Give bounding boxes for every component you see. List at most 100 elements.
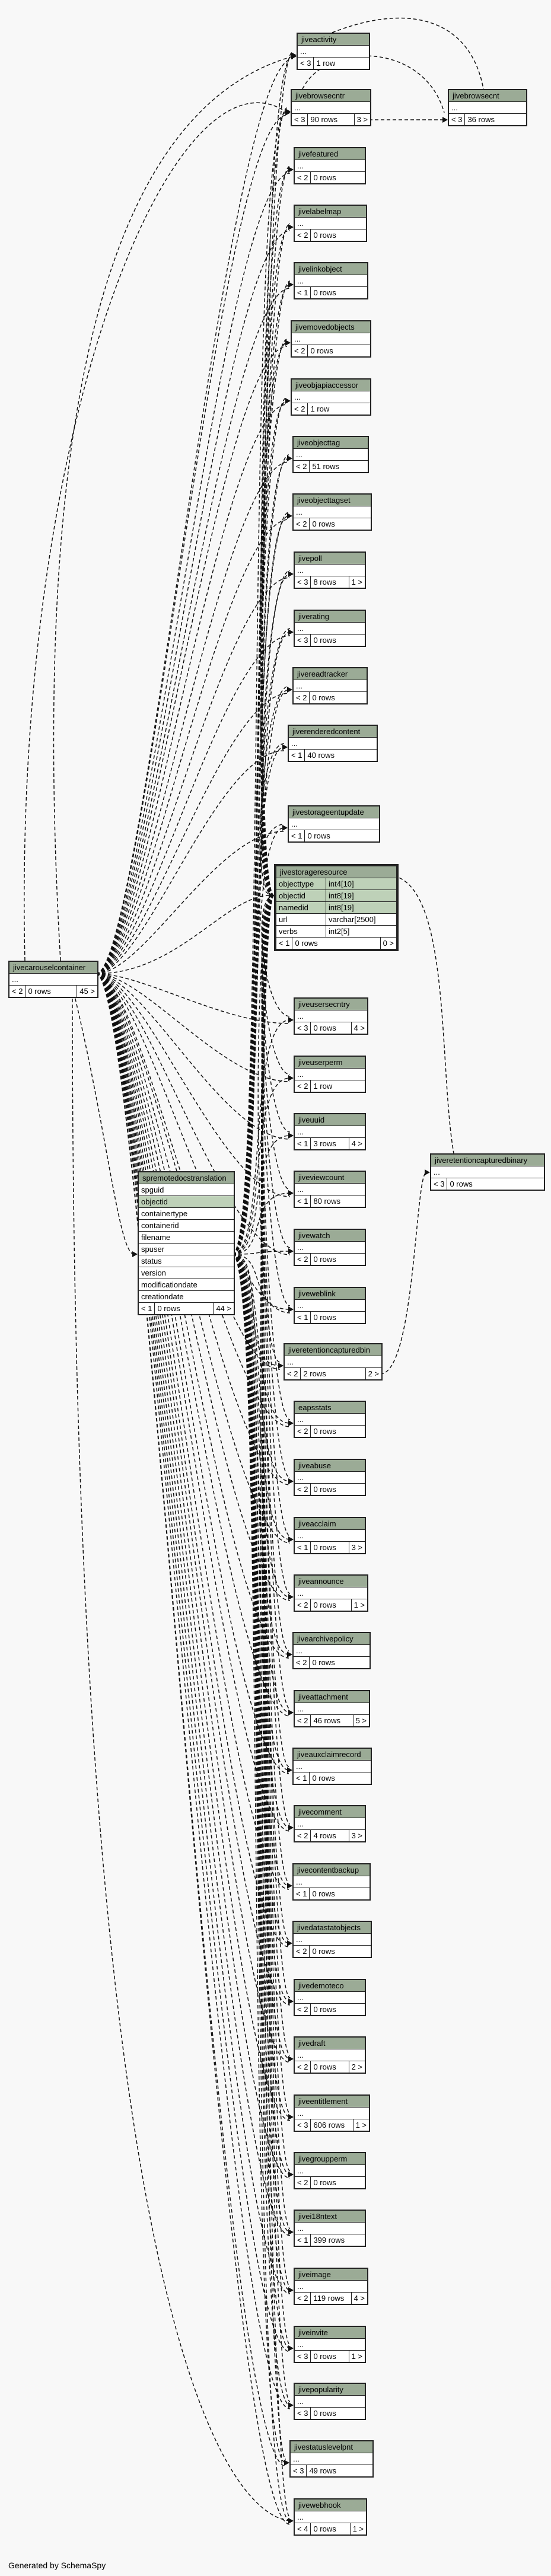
parent-count: < 2 [295,1599,311,1611]
row-count: 0 rows [312,693,335,702]
row-count: 0 rows [157,1304,180,1313]
relationship-arrowhead [288,2518,294,2524]
column-name: url [279,915,288,924]
parent-count: < 3 [295,576,311,588]
table-name: spremotedocstranslation [139,1172,234,1184]
relationship-line [232,111,288,1255]
relationship-line [232,342,288,1255]
relationship-arrowhead [288,1998,294,2004]
table-name: jiveretentioncapturedbinary [431,1155,544,1166]
relationship-line [261,895,291,1825]
row-count: 399 rows [313,2236,345,2245]
collapsed-columns: ... [295,2339,365,2351]
relationship-line [95,973,291,1255]
table-name: jivepopularity [295,2384,365,2396]
table-name: jivelinkobject [295,263,367,275]
relationship-arrowhead [442,117,448,123]
relationship-arrowhead [284,2460,289,2466]
child-count: 5 > [352,1715,369,1726]
parent-count: < 1 [295,2234,311,2246]
collapsed-columns: ... [292,391,370,403]
parent-count: < 1 [295,1138,311,1149]
relationship-line [232,1251,291,1255]
collapsed-columns: ... [294,1876,370,1888]
collapsed-columns: ... [291,2453,372,2465]
relationship-line [95,973,291,1717]
relationship-arrowhead [288,2229,294,2235]
relationship-line [95,973,291,1024]
collapsed-columns: ... [295,275,367,287]
collapsed-columns: ... [295,1242,365,1254]
column-name: containerid [141,1221,179,1230]
relationship-line [232,1254,291,1598]
relationship-line [95,973,291,1082]
parent-count: < 1 [295,1195,311,1207]
child-count: 1 > [351,1599,367,1611]
parent-count: < 1 [139,1303,155,1314]
child-count: 1 > [348,2351,365,2362]
column-type: varchar[2500] [326,914,394,925]
column-name: filename [141,1233,171,1242]
relationship-line [260,339,288,896]
collapsed-columns: ... [294,680,367,692]
table-name: jiveimage [295,2269,367,2281]
relationship-line [95,973,291,2525]
table-column: creationdate [139,1291,234,1303]
relationship-line [302,55,445,113]
table-name: jiveuuid [295,1114,365,1126]
relationship-line [95,895,271,974]
relationship-line [95,973,281,1370]
relationship-arrowhead [288,1825,294,1831]
